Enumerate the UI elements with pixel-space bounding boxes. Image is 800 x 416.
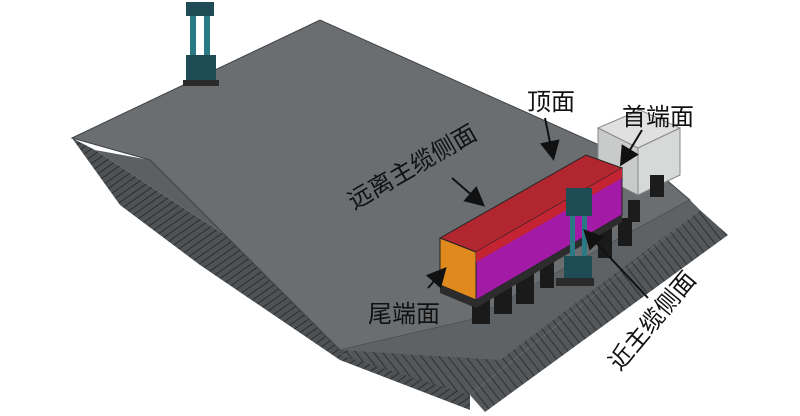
arrow-far-side-face <box>451 177 486 207</box>
arrow-top-face <box>539 117 560 161</box>
label-front-end-face: 首端面 <box>622 103 694 131</box>
arrow-front-end-face <box>619 129 643 167</box>
cab-unit <box>596 109 682 222</box>
arrow-near-side-face <box>583 229 649 299</box>
label-rear-end-face: 尾端面 <box>368 300 440 328</box>
deck-right-wedge <box>340 200 700 360</box>
label-top-face: 顶面 <box>527 88 575 116</box>
arrow-rear-end-face <box>425 267 447 289</box>
rear-hanger <box>183 2 219 86</box>
deck-front-edge <box>470 210 728 412</box>
